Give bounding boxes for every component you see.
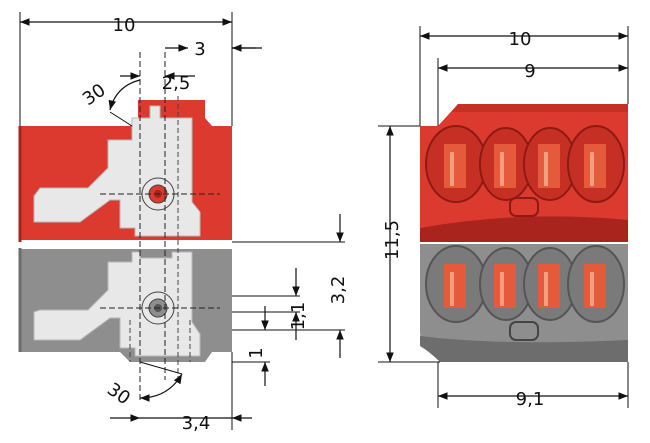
side-view-gap [20,240,232,249]
dim-right-width: 10 [509,29,532,50]
gray-openings [425,245,625,323]
side-view-bottom-slot [33,251,201,357]
dim-right-height: 11,5 [382,220,403,260]
red-openings [425,125,625,203]
dim-left-offset-top: 3 [194,39,205,60]
dim-bottom-step: 1 [246,347,267,358]
dim-pin-spacing: 1,1 [288,302,309,331]
dim-angle-top: 30 [79,80,110,110]
dim-left-width: 10 [113,15,136,36]
dim-angle-bottom: 30 [103,379,134,409]
front-view: 10 9 11,5 9,1 [378,26,629,410]
dim-step-height: 3,2 [328,276,349,305]
side-view: 10 3 2,5 30 3,2 1,1 1 30 3,4 [18,12,349,434]
dim-right-bottom-width: 9,1 [516,389,545,410]
dim-right-inner: 9 [524,61,535,82]
dim-left-slot: 2,5 [162,73,191,94]
dim-left-bottom-offset: 3,4 [182,413,211,434]
